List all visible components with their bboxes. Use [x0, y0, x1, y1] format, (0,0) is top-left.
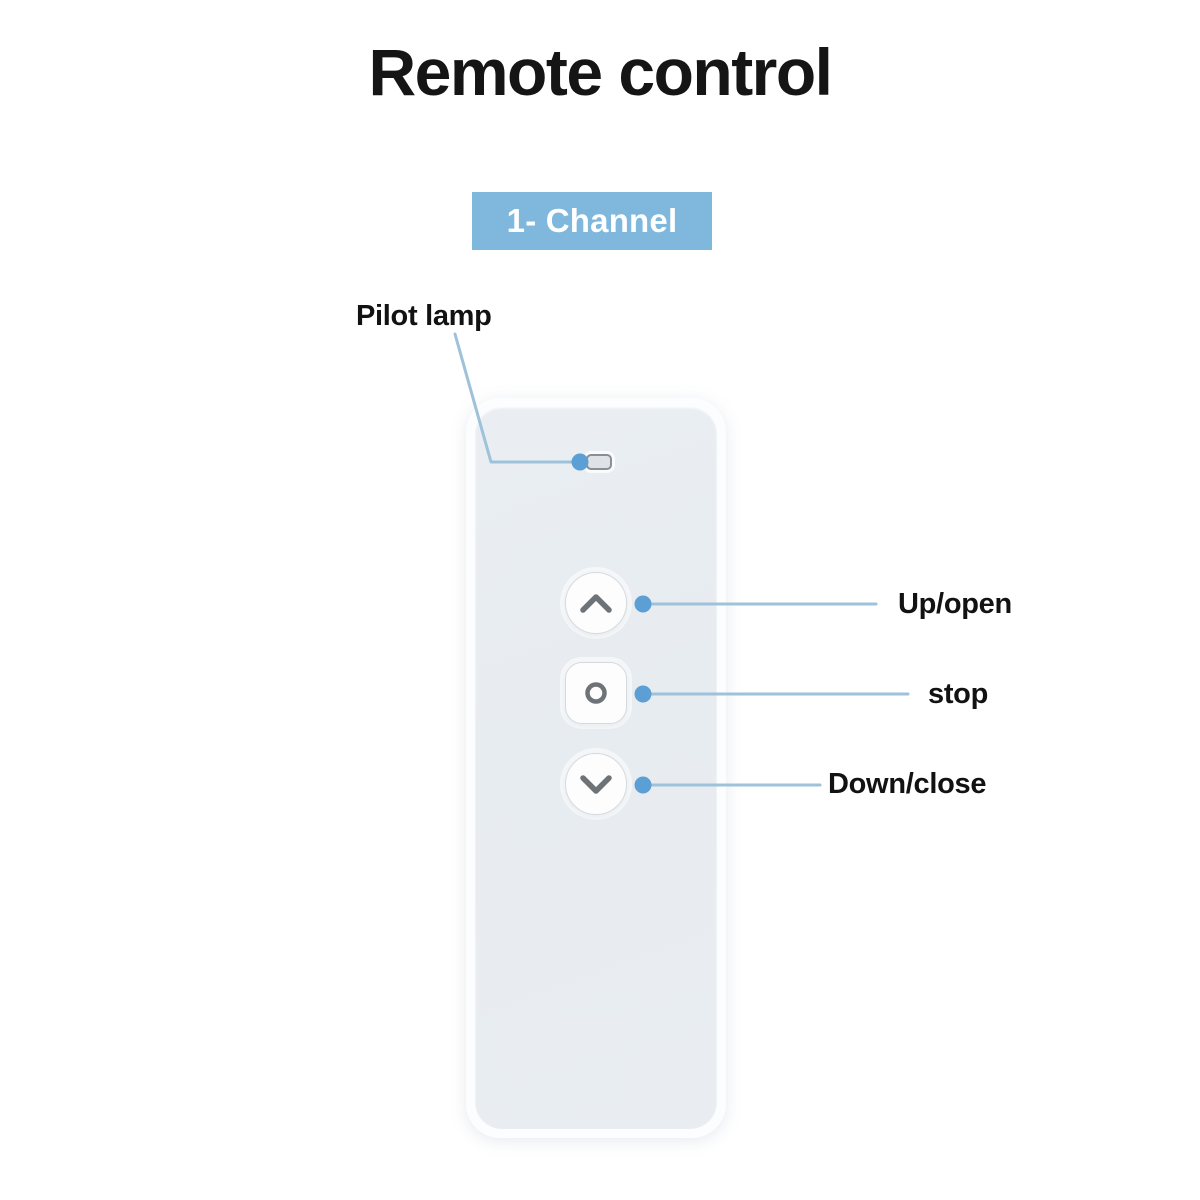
remote-control-device [466, 398, 726, 1138]
down-close-button[interactable] [565, 753, 627, 815]
callout-label-pilot-lamp: Pilot lamp [356, 300, 492, 332]
channel-badge-label: 1- Channel [506, 202, 678, 239]
page-title: Remote control [368, 35, 833, 109]
pilot-lamp-icon [586, 454, 612, 470]
chevron-down-icon [580, 775, 612, 794]
callout-label-stop: stop [928, 678, 989, 710]
callout-label-down-close: Down/close [828, 768, 987, 800]
up-open-button[interactable] [565, 572, 627, 634]
chevron-up-icon [580, 594, 612, 613]
stop-button[interactable] [565, 662, 627, 724]
circle-outline-icon [585, 682, 607, 704]
channel-badge: 1- Channel [472, 192, 712, 250]
callout-label-up-open: Up/open [898, 588, 1012, 620]
